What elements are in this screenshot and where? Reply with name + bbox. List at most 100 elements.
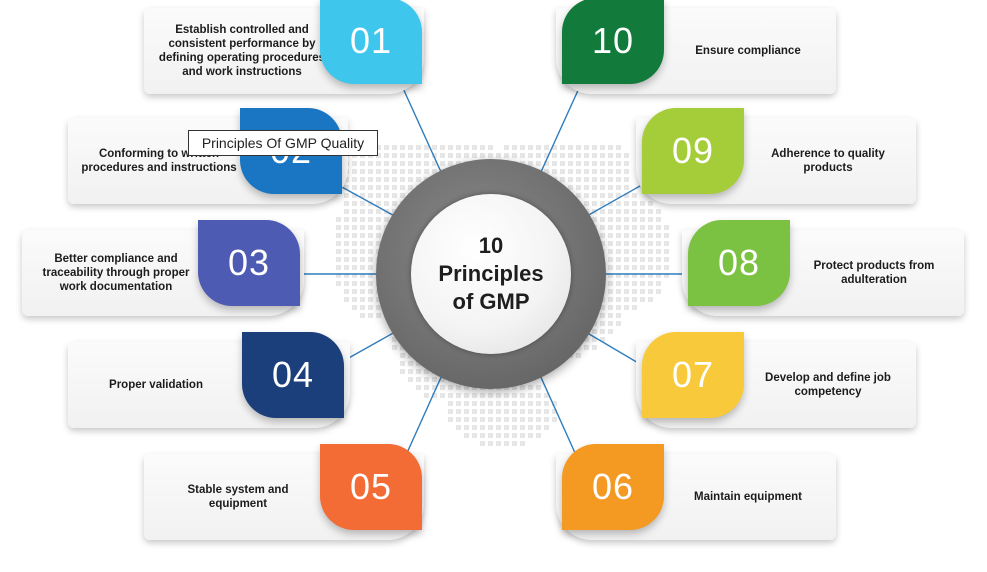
map-dot [656,281,661,286]
map-dot [624,273,629,278]
map-dot [560,177,565,182]
map-dot [472,409,477,414]
map-dot [360,273,365,278]
map-dot [472,393,477,398]
map-dot [616,193,621,198]
map-dot [616,185,621,190]
map-dot [616,217,621,222]
map-dot [352,265,357,270]
map-dot [440,153,445,158]
map-dot [376,161,381,166]
map-dot [480,433,485,438]
map-dot [560,161,565,166]
map-dot [536,385,541,390]
map-dot [368,169,373,174]
map-dot [536,417,541,422]
map-dot [584,185,589,190]
map-dot [352,177,357,182]
map-dot [624,233,629,238]
map-dot [536,153,541,158]
map-dot [360,265,365,270]
map-dot [584,345,589,350]
map-dot [608,145,613,150]
map-dot [632,273,637,278]
map-dot [616,265,621,270]
principle-card-05: Stable system and equipment 05 [144,444,424,540]
map-dot [552,417,557,422]
map-dot [520,425,525,430]
principle-card-06: 06 Maintain equipment [556,444,836,540]
map-dot [608,313,613,318]
map-dot [520,409,525,414]
map-dot [448,393,453,398]
map-dot [344,217,349,222]
map-dot [416,177,421,182]
map-dot [624,305,629,310]
map-dot [600,305,605,310]
map-dot [600,169,605,174]
map-dot [600,145,605,150]
map-dot [624,257,629,262]
map-dot [624,193,629,198]
principle-number: 06 [591,466,635,507]
map-dot [392,169,397,174]
map-dot [376,209,381,214]
map-dot [544,417,549,422]
map-dot [616,321,621,326]
map-dot [528,385,533,390]
center-title-line-2: Principles [438,261,544,286]
map-dot [360,297,365,302]
principle-badge: 08 [688,220,790,306]
map-dot [608,177,613,182]
map-dot [616,289,621,294]
map-dot [416,169,421,174]
map-dot [616,161,621,166]
map-dot [624,161,629,166]
map-dot [640,281,645,286]
map-dot [448,401,453,406]
map-dot [360,249,365,254]
map-dot [632,249,637,254]
map-dot [528,393,533,398]
map-dot [360,217,365,222]
map-dot [600,153,605,158]
map-dot [344,289,349,294]
map-dot [624,241,629,246]
map-dot [464,401,469,406]
map-dot [472,401,477,406]
map-dot [512,153,517,158]
map-dot [360,177,365,182]
map-dot [464,417,469,422]
map-dot [504,433,509,438]
map-dot [624,281,629,286]
principle-badge: 05 [320,444,422,530]
map-dot [440,393,445,398]
map-dot [568,161,573,166]
map-dot [648,241,653,246]
map-dot [656,249,661,254]
map-dot [336,281,341,286]
map-dot [632,289,637,294]
map-dot [456,409,461,414]
map-dot [344,281,349,286]
map-dot [368,177,373,182]
map-dot [584,161,589,166]
map-dot [648,233,653,238]
map-dot [456,417,461,422]
map-dot [440,385,445,390]
map-dot [464,145,469,150]
map-dot [632,233,637,238]
map-dot [400,145,405,150]
map-dot [656,257,661,262]
principle-number: 04 [271,354,315,395]
map-dot [344,201,349,206]
principle-text: Proper validation [109,379,203,391]
map-dot [616,249,621,254]
map-dot [352,209,357,214]
map-dot [656,217,661,222]
map-dot [472,417,477,422]
map-dot [368,249,373,254]
map-dot [464,433,469,438]
map-dot [608,161,613,166]
map-dot [464,409,469,414]
